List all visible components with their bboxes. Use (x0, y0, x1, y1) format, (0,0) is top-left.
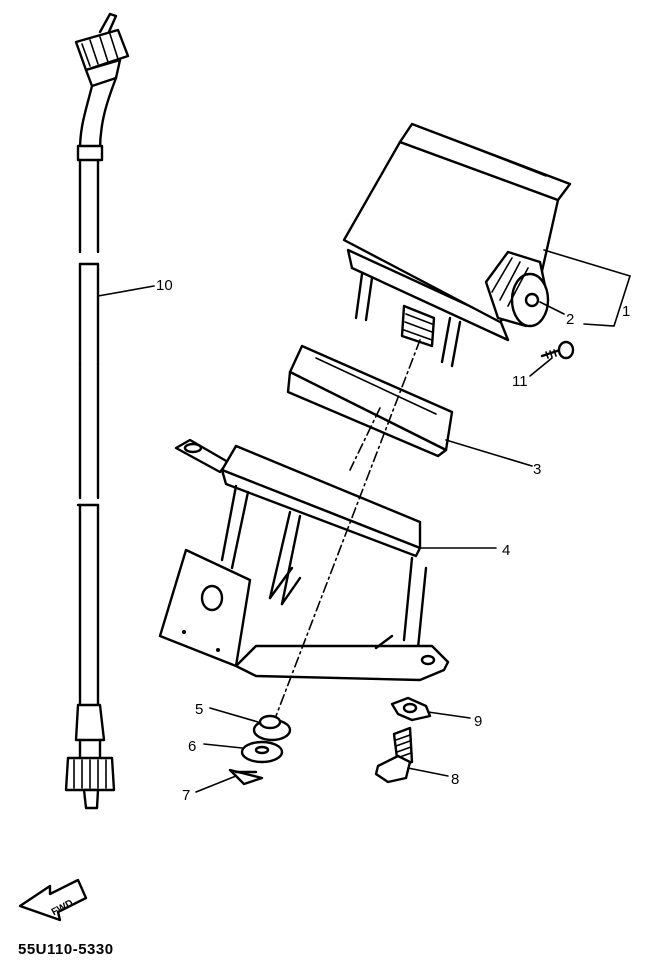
nut-part-9 (390, 696, 432, 722)
clip-part-7 (228, 768, 264, 786)
meter-bracket (158, 438, 450, 682)
callout-8: 8 (451, 771, 459, 788)
callout-7: 7 (182, 787, 190, 804)
callout-3: 3 (533, 461, 541, 478)
screw-part-11 (540, 340, 575, 360)
callout-10: 10 (156, 277, 173, 294)
grommet-part-5 (252, 714, 292, 742)
callout-6: 6 (188, 738, 196, 755)
callout-11: 11 (512, 373, 528, 390)
washer-part-6 (240, 740, 284, 764)
meter-assembly (342, 122, 572, 368)
callout-9: 9 (474, 713, 482, 730)
fwd-direction-arrow: FWD (18, 878, 88, 922)
callout-2: 2 (566, 311, 574, 328)
meter-cushion (286, 344, 454, 458)
callout-4: 4 (502, 542, 510, 559)
speedometer-cable (64, 12, 130, 810)
bolt-part-8 (374, 726, 414, 784)
leader-lines (97, 249, 632, 793)
diagram-code: 55U110-5330 (18, 941, 114, 958)
callout-1: 1 (622, 303, 630, 320)
callout-5: 5 (195, 701, 203, 718)
